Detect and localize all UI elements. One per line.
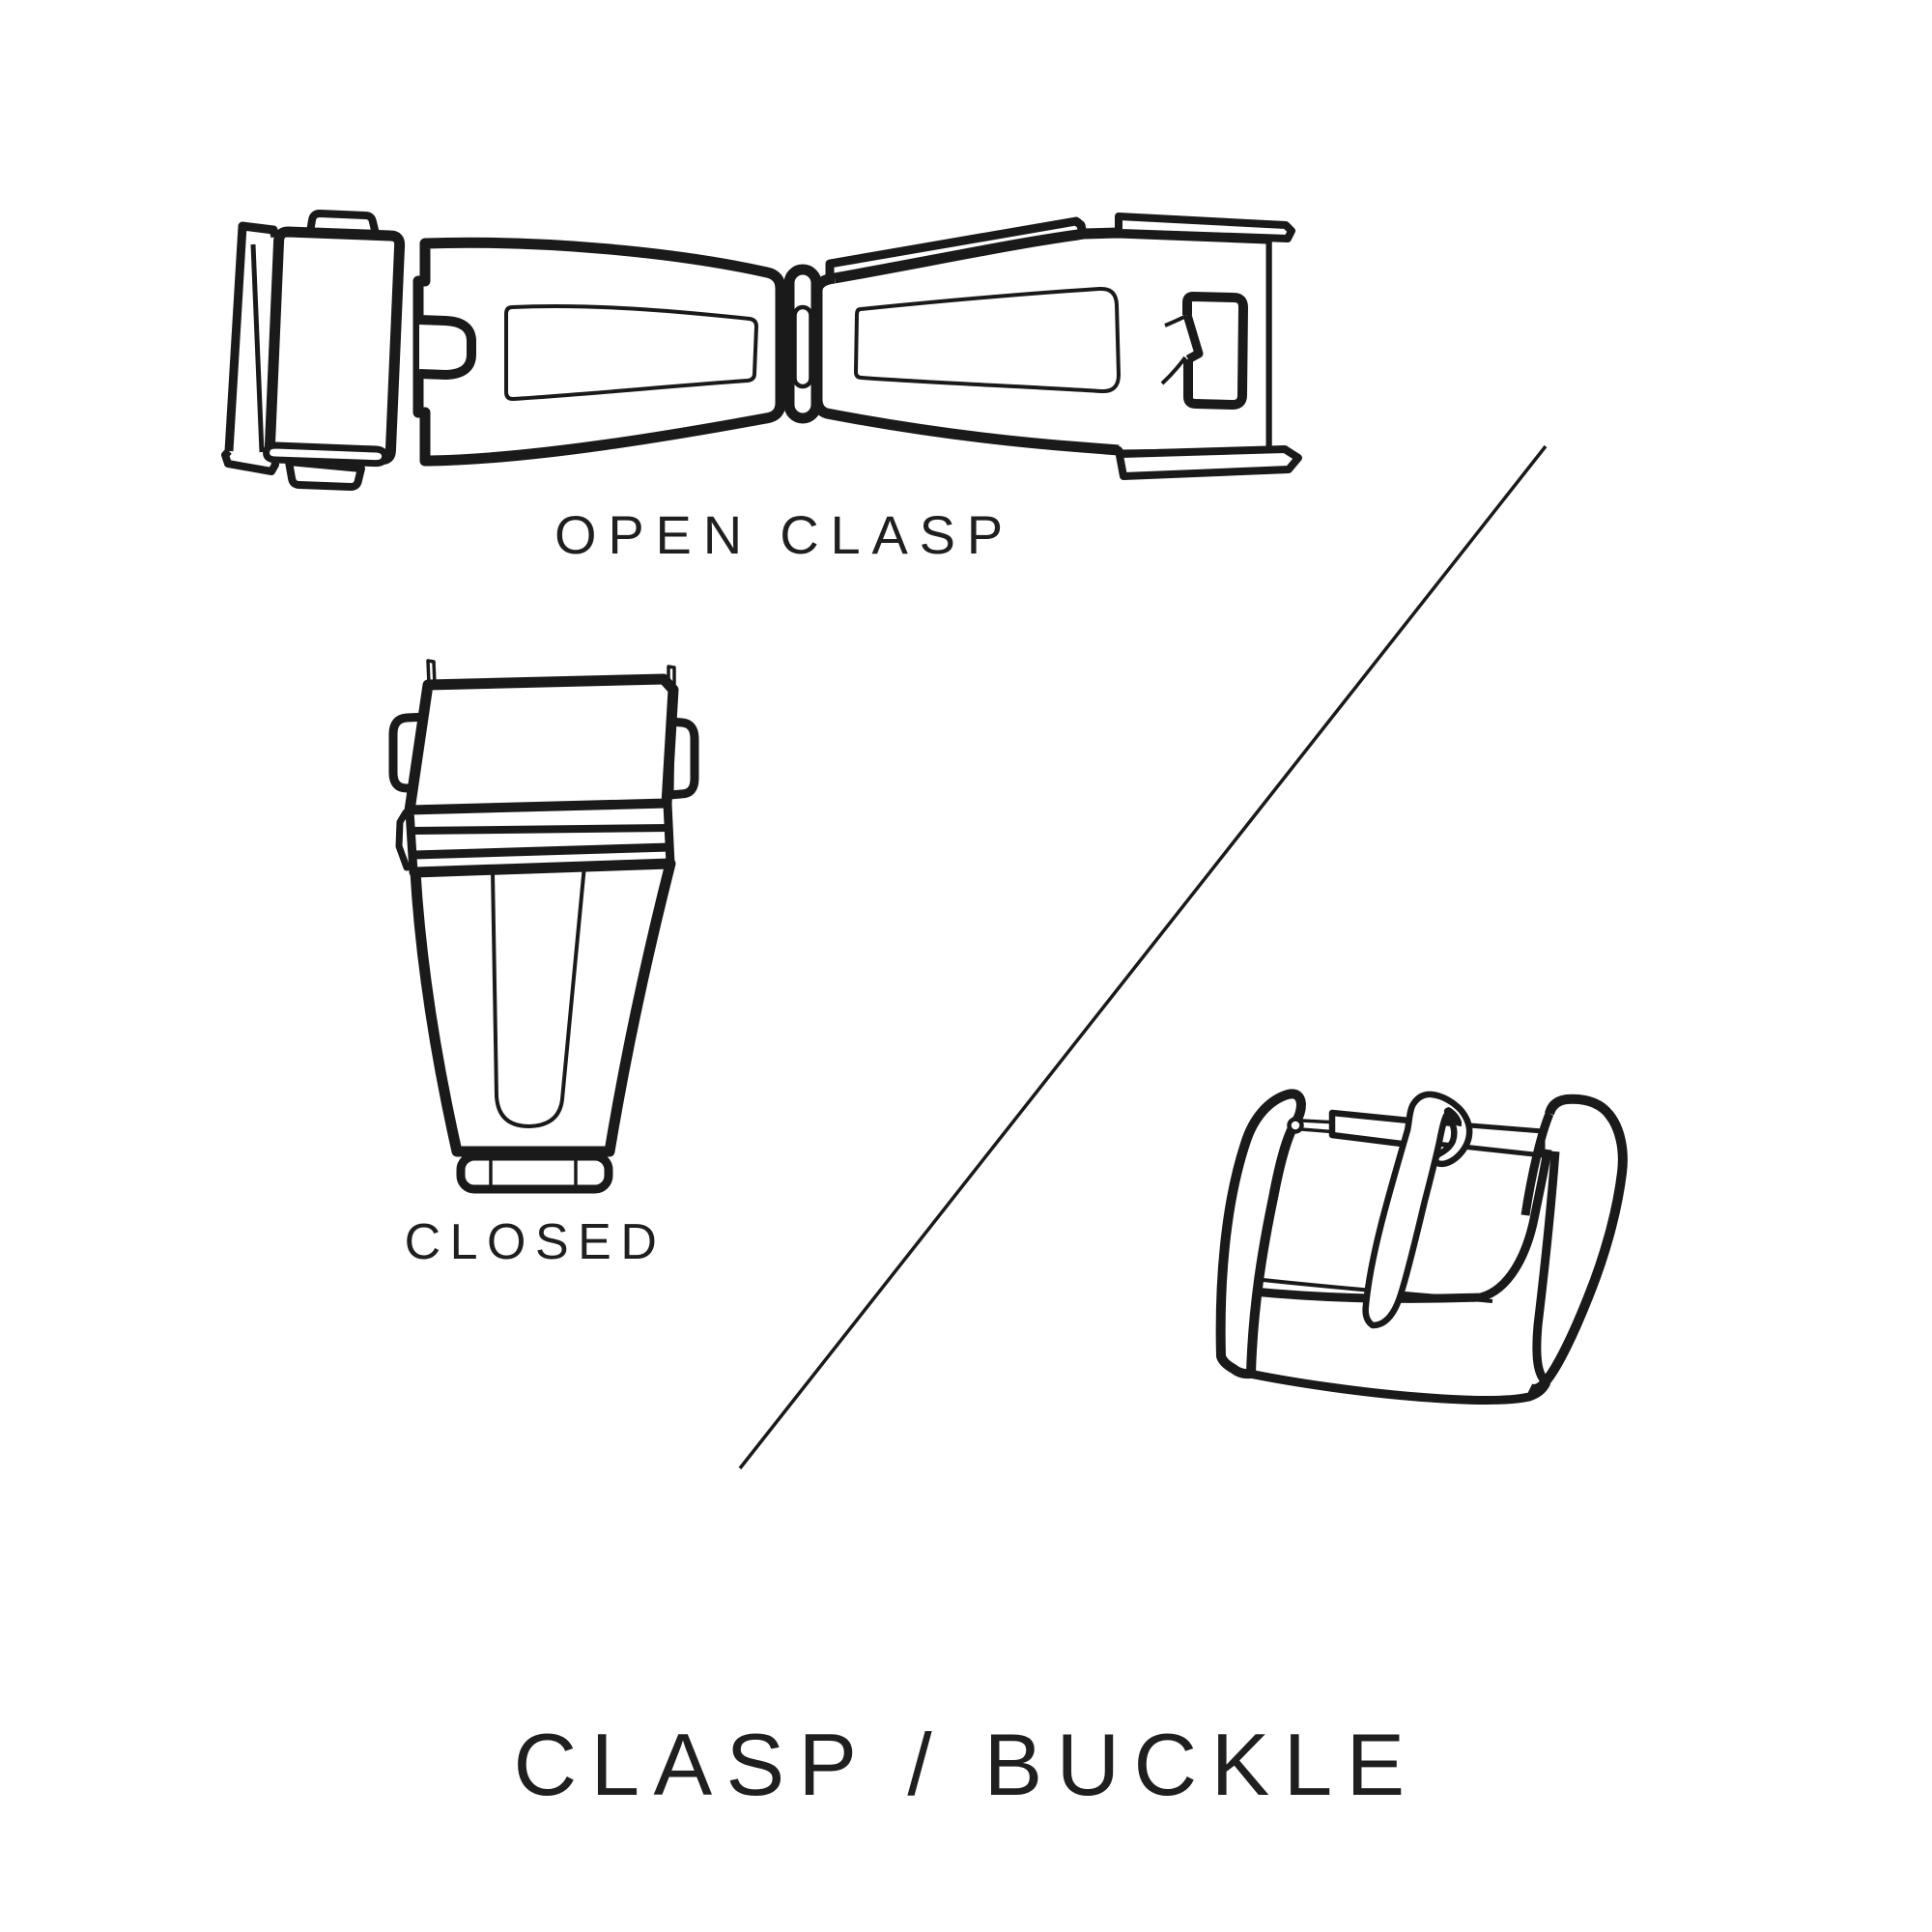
svg-text:CLOSED: CLOSED bbox=[405, 1214, 667, 1270]
svg-text:CLASP / BUCKLE: CLASP / BUCKLE bbox=[514, 1717, 1419, 1814]
svg-text:OPEN CLASP: OPEN CLASP bbox=[554, 504, 1014, 565]
